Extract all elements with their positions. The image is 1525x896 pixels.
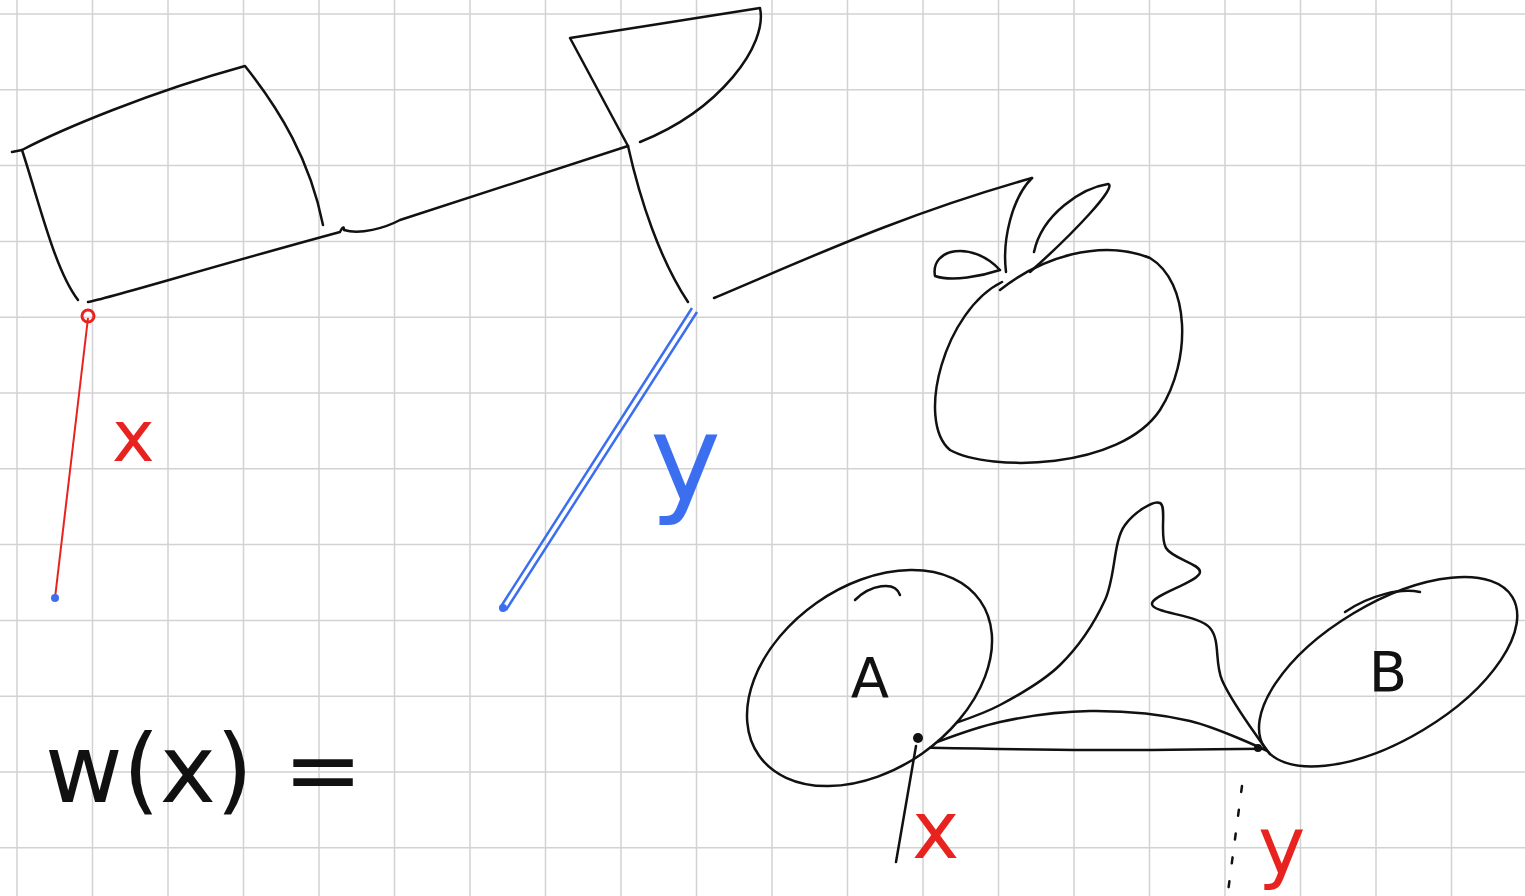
grid-line — [1224, 0, 1226, 896]
variable-label: y — [1258, 806, 1305, 886]
grid-line — [1149, 0, 1151, 896]
joining-curve — [938, 711, 1267, 751]
grid-line — [0, 695, 1525, 697]
grid-line — [0, 316, 1525, 318]
grid-line — [394, 0, 396, 896]
formula-text: w(x) = — [45, 722, 363, 817]
red-point — [82, 310, 94, 322]
ellipse-region: A — [744, 567, 995, 789]
left-pole — [22, 150, 78, 300]
red-leader — [55, 318, 88, 598]
grid-line — [1451, 0, 1453, 896]
blue-point — [499, 604, 507, 612]
grid-line — [545, 0, 547, 896]
grid-line — [998, 0, 1000, 896]
grid-line — [0, 241, 1525, 243]
ellipse-shading — [1345, 591, 1420, 612]
grid-line — [0, 468, 1525, 470]
region-letter: A — [851, 650, 889, 706]
joining-curve — [957, 503, 1269, 755]
variable-label: x — [912, 791, 959, 871]
grid-line — [1375, 0, 1377, 896]
ellipse-outline — [1229, 539, 1525, 805]
grid-line — [771, 0, 773, 896]
grid-line — [847, 0, 849, 896]
grid-line — [0, 89, 1525, 91]
apple-body — [935, 250, 1182, 463]
joining-curve — [930, 748, 1265, 750]
path-segment — [714, 178, 1032, 298]
grid-line — [0, 544, 1525, 546]
ellipse-region: B — [1256, 574, 1520, 769]
grid-line — [0, 165, 1525, 167]
grid-line — [922, 0, 924, 896]
region-letter: B — [1369, 644, 1407, 700]
apple-leaf — [935, 251, 1000, 279]
grid-line — [1073, 0, 1075, 896]
tick-mark — [1228, 786, 1242, 892]
ellipse-outline — [707, 525, 1034, 831]
hand-drawing — [12, 8, 1420, 892]
apple-stem — [1005, 178, 1032, 272]
grid-line — [0, 392, 1525, 394]
grid-line — [1300, 0, 1302, 896]
blue-point — [51, 594, 59, 602]
grid-line — [0, 620, 1525, 622]
ellipse-shading — [855, 586, 900, 600]
grid-line — [469, 0, 471, 896]
middle-pole — [628, 146, 688, 302]
left-flag — [12, 66, 323, 225]
grid-line — [16, 0, 18, 896]
grid-line — [0, 13, 1525, 15]
variable-label: x — [112, 400, 155, 472]
apple-leaf — [1030, 184, 1109, 272]
middle-flag — [570, 8, 761, 146]
variable-label: y — [650, 399, 721, 519]
joint-point — [913, 733, 923, 743]
path-segment — [88, 146, 628, 302]
